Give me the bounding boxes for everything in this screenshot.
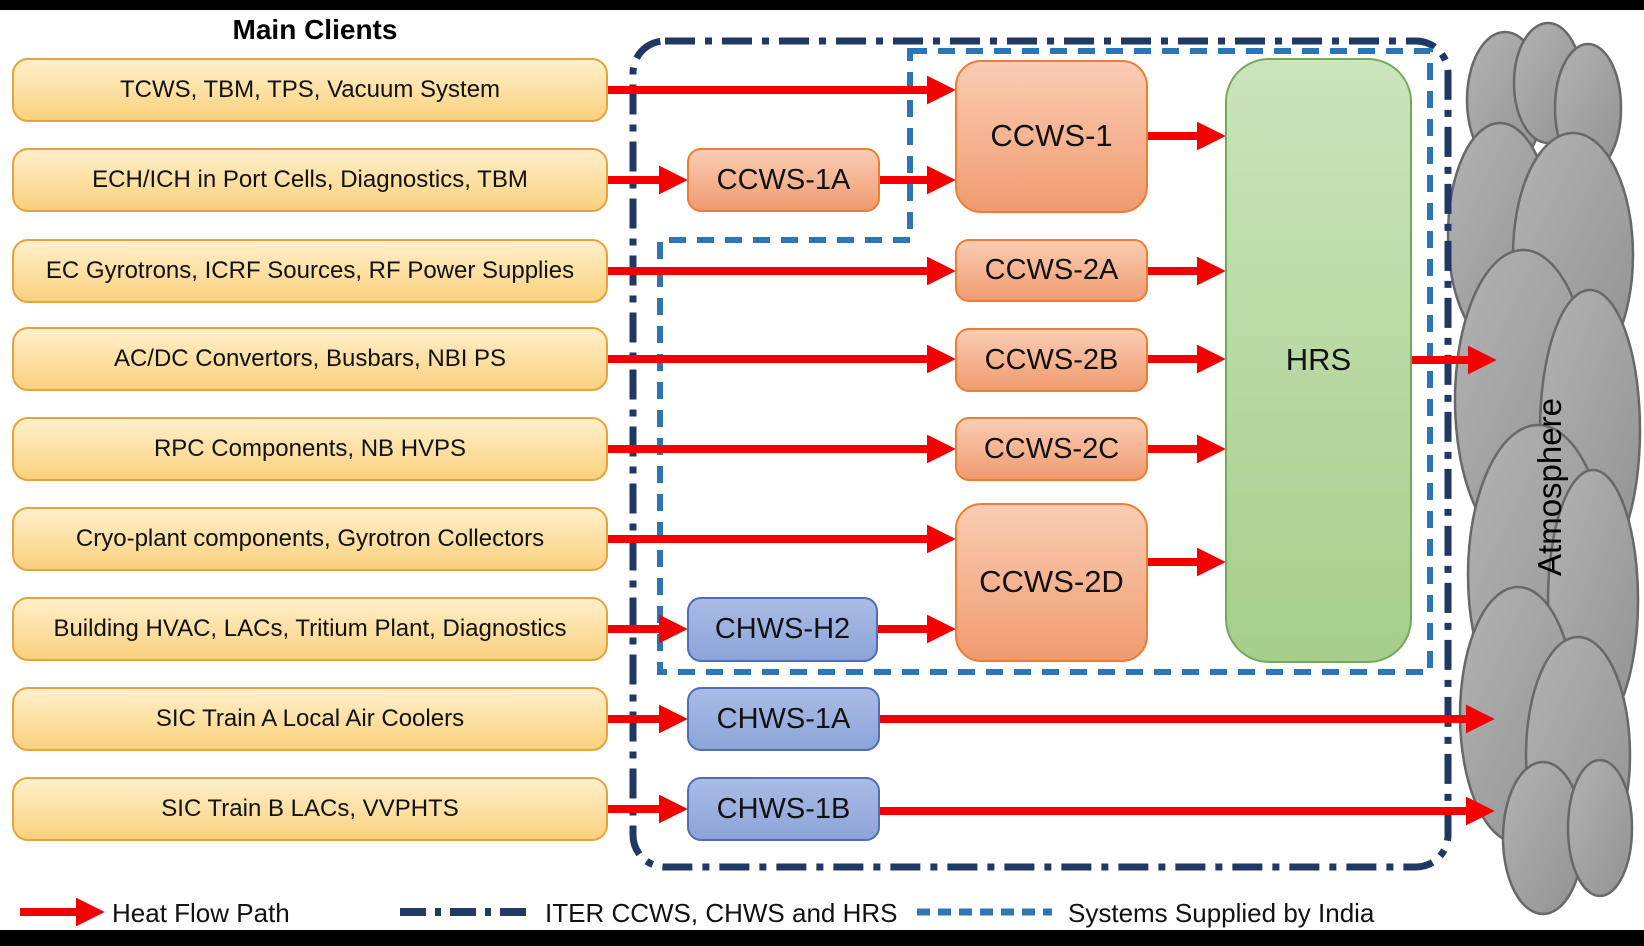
client-label: Cryo-plant components, Gyrotron Collecto… [75, 525, 545, 553]
node-ccws-1: CCWS-1 [955, 60, 1148, 213]
client-label: SIC Train B LACs, VVPHTS [161, 795, 459, 823]
client-box-tcws: TCWS, TBM, TPS, Vacuum System [12, 58, 608, 122]
top-letterbox-bar [0, 0, 1644, 10]
atmosphere-label: Atmosphere [1531, 398, 1568, 576]
client-box-acdc: AC/DC Convertors, Busbars, NBI PS [12, 327, 608, 391]
client-box-ech-ich: ECH/ICH in Port Cells, Diagnostics, TBM [12, 148, 608, 212]
node-ccws-2c: CCWS-2C [955, 417, 1148, 481]
node-ccws-1a: CCWS-1A [687, 148, 880, 212]
client-label: AC/DC Convertors, Busbars, NBI PS [113, 345, 507, 373]
client-label: RPC Components, NB HVPS [153, 435, 467, 463]
client-label: ECH/ICH in Port Cells, Diagnostics, TBM [92, 166, 528, 194]
main-clients-title: Main Clients [232, 14, 398, 45]
client-label: SIC Train A Local Air Coolers [155, 705, 465, 733]
client-box-hvac: Building HVAC, LACs, Tritium Plant, Diag… [12, 597, 608, 661]
client-label: Building HVAC, LACs, Tritium Plant, Diag… [53, 615, 567, 643]
client-box-sic-b: SIC Train B LACs, VVPHTS [12, 777, 608, 841]
legend-iter-label: ITER CCWS, CHWS and HRS [545, 897, 898, 928]
bottom-letterbox-bar [0, 930, 1644, 946]
node-ccws-2a: CCWS-2A [955, 239, 1148, 302]
client-box-rpc: RPC Components, NB HVPS [12, 417, 608, 481]
node-ccws-2b: CCWS-2B [955, 328, 1148, 392]
client-label: EC Gyrotrons, ICRF Sources, RF Power Sup… [45, 257, 575, 285]
legend-heat-flow-label: Heat Flow Path [112, 897, 290, 928]
node-chws-h2: CHWS-H2 [687, 597, 878, 662]
client-label: TCWS, TBM, TPS, Vacuum System [119, 76, 501, 104]
node-chws-1b: CHWS-1B [687, 777, 880, 841]
node-chws-1a: CHWS-1A [687, 687, 880, 751]
client-box-sic-a: SIC Train A Local Air Coolers [12, 687, 608, 751]
node-ccws-2d: CCWS-2D [955, 503, 1148, 662]
legend-india-label: Systems Supplied by India [1068, 897, 1375, 928]
client-box-cryo: Cryo-plant components, Gyrotron Collecto… [12, 507, 608, 571]
node-hrs: HRS [1225, 58, 1412, 663]
client-box-gyrotrons: EC Gyrotrons, ICRF Sources, RF Power Sup… [12, 239, 608, 303]
